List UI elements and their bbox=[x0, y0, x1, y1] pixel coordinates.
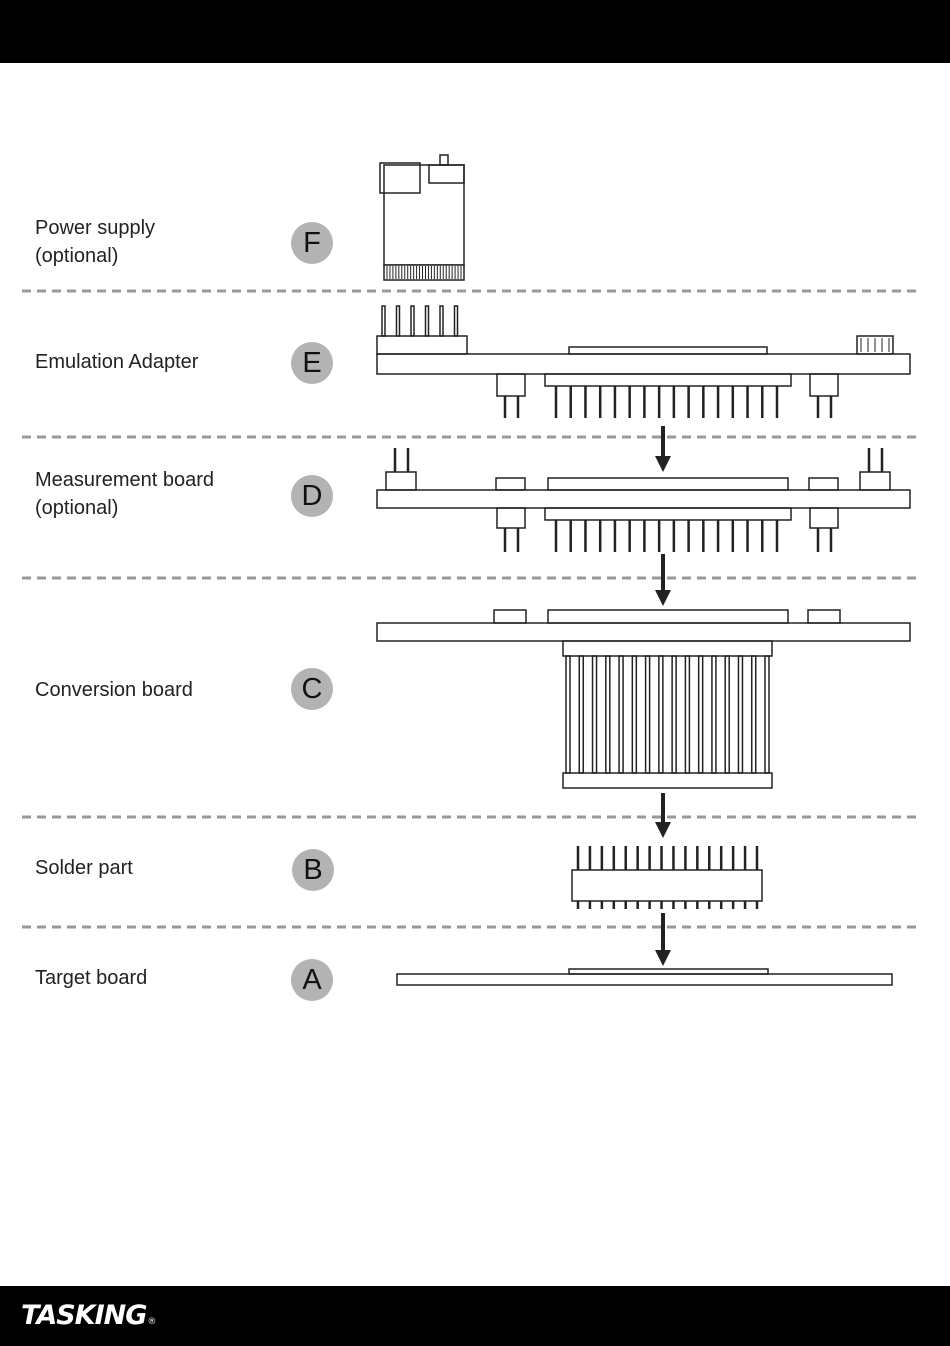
emulation-adapter-drawing bbox=[377, 306, 910, 418]
leg bbox=[579, 656, 583, 773]
leg bbox=[566, 656, 570, 773]
measurement-board-drawing bbox=[377, 448, 910, 552]
top-pin bbox=[455, 306, 458, 336]
leg bbox=[738, 656, 742, 773]
top-pin bbox=[440, 306, 443, 336]
leg bbox=[752, 656, 756, 773]
leg bbox=[685, 656, 689, 773]
logo-registered-mark: ® bbox=[147, 1317, 156, 1327]
logo-text: TASKING bbox=[21, 1300, 146, 1331]
top-pin bbox=[382, 306, 385, 336]
leg bbox=[672, 656, 676, 773]
leg bbox=[659, 656, 663, 773]
arrow-e-to-d bbox=[655, 426, 671, 472]
arrow-b-to-a bbox=[655, 913, 671, 966]
conversion-board-drawing bbox=[377, 610, 910, 788]
leg bbox=[619, 656, 623, 773]
leg bbox=[725, 656, 729, 773]
leg bbox=[593, 656, 597, 773]
leg bbox=[712, 656, 716, 773]
target-board-drawing bbox=[397, 969, 892, 985]
tasking-logo: TASKING® bbox=[21, 1300, 156, 1331]
leg bbox=[632, 656, 636, 773]
bottom-bar: TASKING® bbox=[0, 1286, 950, 1346]
top-pin bbox=[426, 306, 429, 336]
leg bbox=[699, 656, 703, 773]
top-pin bbox=[397, 306, 400, 336]
leg bbox=[646, 656, 650, 773]
power-supply-drawing bbox=[380, 155, 464, 280]
leg bbox=[765, 656, 769, 773]
arrow-d-to-c bbox=[655, 554, 671, 606]
solder-part-drawing bbox=[572, 846, 762, 909]
top-pin bbox=[411, 306, 414, 336]
leg bbox=[606, 656, 610, 773]
